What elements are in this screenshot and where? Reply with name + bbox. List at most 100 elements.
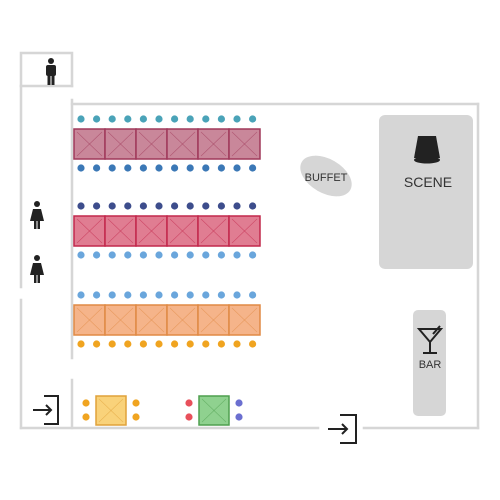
seat[interactable] [77, 340, 85, 348]
seat[interactable] [202, 251, 210, 259]
table-block-2-table[interactable] [104, 215, 137, 247]
bar-zone[interactable] [413, 310, 446, 416]
seat[interactable] [82, 413, 90, 421]
seat[interactable] [202, 291, 210, 299]
seat[interactable] [77, 202, 85, 210]
seat[interactable] [93, 202, 101, 210]
seat[interactable] [186, 340, 194, 348]
seat[interactable] [233, 115, 241, 123]
seat[interactable] [249, 251, 257, 259]
seat[interactable] [171, 115, 179, 123]
table-block-1-table[interactable] [228, 128, 261, 160]
seat[interactable] [249, 340, 257, 348]
seat[interactable] [93, 164, 101, 172]
exit-door-icon[interactable] [33, 395, 59, 425]
seat[interactable] [82, 399, 90, 407]
table-block-2-table[interactable] [197, 215, 230, 247]
table-block-1-table[interactable] [135, 128, 168, 160]
extra-table-yellow[interactable] [95, 395, 127, 426]
seat[interactable] [108, 340, 116, 348]
seat[interactable] [171, 251, 179, 259]
seat[interactable] [132, 413, 140, 421]
seat[interactable] [202, 164, 210, 172]
seat[interactable] [77, 164, 85, 172]
buffet-table[interactable] [293, 147, 358, 204]
seat[interactable] [249, 291, 257, 299]
seat[interactable] [186, 251, 194, 259]
table-block-2-table[interactable] [73, 215, 106, 247]
table-block-3-table[interactable] [104, 304, 137, 336]
seat[interactable] [108, 251, 116, 259]
seat[interactable] [93, 251, 101, 259]
seat[interactable] [155, 202, 163, 210]
seat[interactable] [217, 202, 225, 210]
seat[interactable] [233, 202, 241, 210]
table-block-2-table[interactable] [228, 215, 261, 247]
seat[interactable] [249, 115, 257, 123]
seat[interactable] [155, 340, 163, 348]
seat[interactable] [171, 340, 179, 348]
stage-zone[interactable] [379, 115, 473, 269]
seat[interactable] [139, 202, 147, 210]
seat[interactable] [139, 291, 147, 299]
seat[interactable] [202, 115, 210, 123]
table-block-3-table[interactable] [197, 304, 230, 336]
seat[interactable] [93, 340, 101, 348]
seat[interactable] [217, 164, 225, 172]
seat[interactable] [186, 202, 194, 210]
seat[interactable] [185, 413, 193, 421]
seat[interactable] [186, 291, 194, 299]
seat[interactable] [124, 251, 132, 259]
seat[interactable] [217, 251, 225, 259]
table-block-2-table[interactable] [135, 215, 168, 247]
seat[interactable] [155, 251, 163, 259]
seat[interactable] [139, 251, 147, 259]
seat[interactable] [186, 164, 194, 172]
seat[interactable] [124, 115, 132, 123]
seat[interactable] [217, 340, 225, 348]
table-block-3-table[interactable] [73, 304, 106, 336]
seat[interactable] [93, 291, 101, 299]
seat[interactable] [93, 115, 101, 123]
table-block-1-table[interactable] [73, 128, 106, 160]
seat[interactable] [217, 291, 225, 299]
exit-door-icon[interactable] [328, 414, 357, 444]
table-block-2-table[interactable] [166, 215, 199, 247]
table-block-1-table[interactable] [166, 128, 199, 160]
seat[interactable] [77, 115, 85, 123]
seat[interactable] [249, 202, 257, 210]
seat[interactable] [233, 291, 241, 299]
seat[interactable] [139, 164, 147, 172]
seat[interactable] [249, 164, 257, 172]
seat[interactable] [108, 202, 116, 210]
seat[interactable] [108, 291, 116, 299]
seat[interactable] [155, 291, 163, 299]
seat[interactable] [139, 340, 147, 348]
seat[interactable] [217, 115, 225, 123]
seat[interactable] [124, 164, 132, 172]
seat[interactable] [77, 291, 85, 299]
seat[interactable] [124, 291, 132, 299]
seat[interactable] [235, 399, 243, 407]
seat[interactable] [108, 164, 116, 172]
seat[interactable] [233, 251, 241, 259]
seat[interactable] [139, 115, 147, 123]
table-block-1-table[interactable] [104, 128, 137, 160]
seat[interactable] [155, 164, 163, 172]
seat[interactable] [202, 202, 210, 210]
seat[interactable] [233, 340, 241, 348]
extra-table-green[interactable] [198, 395, 230, 426]
seat[interactable] [186, 115, 194, 123]
seat[interactable] [171, 202, 179, 210]
seat[interactable] [233, 164, 241, 172]
table-block-1-table[interactable] [197, 128, 230, 160]
table-block-3-table[interactable] [166, 304, 199, 336]
table-block-3-table[interactable] [135, 304, 168, 336]
seat[interactable] [77, 251, 85, 259]
seat[interactable] [132, 399, 140, 407]
seat[interactable] [171, 164, 179, 172]
seat[interactable] [171, 291, 179, 299]
seat[interactable] [124, 202, 132, 210]
seat[interactable] [185, 399, 193, 407]
seat[interactable] [108, 115, 116, 123]
